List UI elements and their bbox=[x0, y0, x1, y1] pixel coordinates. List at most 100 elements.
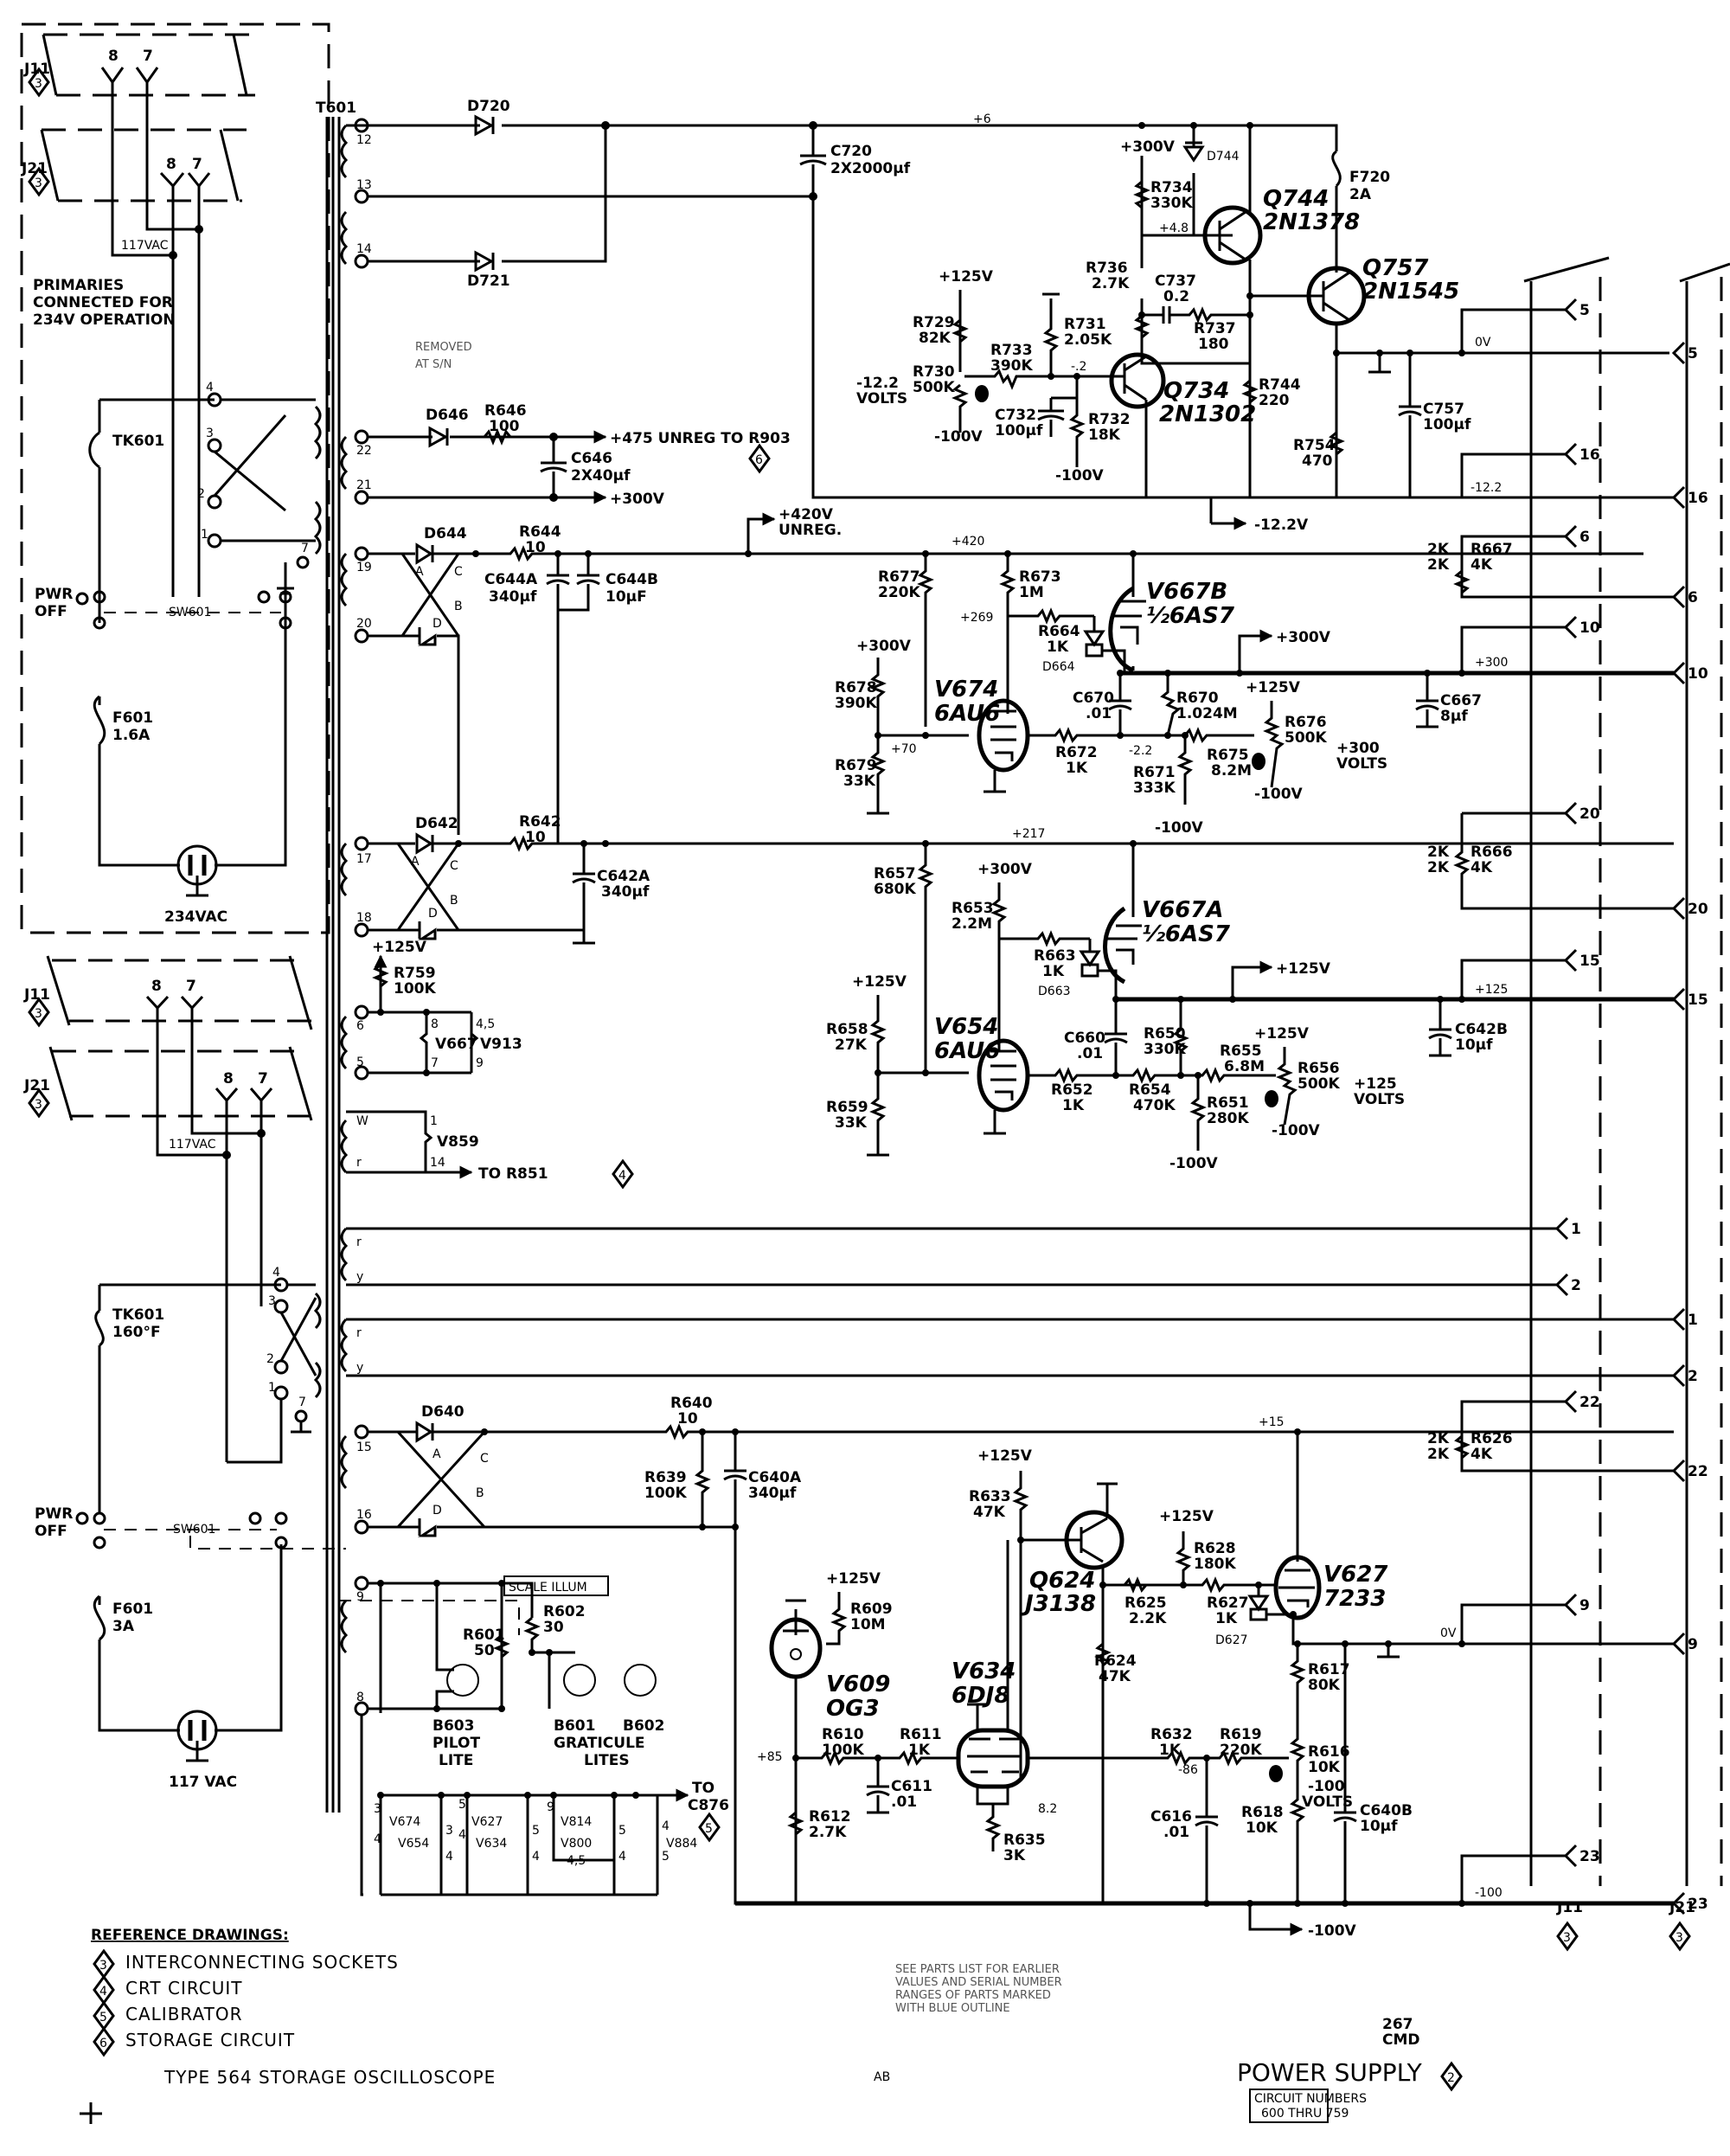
connector-pin-number: 9 bbox=[1688, 1636, 1698, 1653]
r671-value: 333K bbox=[1133, 780, 1176, 797]
connector-pin-number: 16 bbox=[1579, 446, 1600, 464]
reference-diamond-icon: 4 bbox=[93, 1974, 115, 2005]
c737-value: 0.2 bbox=[1163, 288, 1189, 305]
r666-half: 2K bbox=[1427, 859, 1450, 876]
tap-label: 13 bbox=[356, 178, 372, 192]
screwdriver-adjust-icon[interactable] bbox=[1252, 753, 1265, 770]
connector-pin-number: 10 bbox=[1579, 619, 1600, 637]
c660-label: C660 bbox=[1064, 1030, 1105, 1047]
reference-number: 6 bbox=[99, 2037, 107, 2050]
v654-type: 6AU6 bbox=[934, 1038, 1000, 1064]
node-voltage: +420 bbox=[952, 535, 984, 549]
pin-label: 9 bbox=[547, 1800, 554, 1814]
diode-letter: D bbox=[428, 907, 438, 921]
plus300-label: +300V bbox=[1120, 138, 1176, 156]
pin-label: 7 bbox=[301, 542, 309, 555]
r675-label: R675 bbox=[1207, 747, 1249, 764]
tap-label: 14 bbox=[356, 242, 372, 256]
circuit-numbers: CIRCUIT NUMBERS bbox=[1254, 2092, 1367, 2106]
r632-value: 1K bbox=[1159, 1742, 1182, 1759]
screwdriver-adjust-icon[interactable] bbox=[975, 385, 989, 402]
pin-label: 1 bbox=[268, 1381, 276, 1395]
reference-diamond-icon: 3 bbox=[28, 166, 50, 197]
node-voltage: +15 bbox=[1259, 1415, 1285, 1429]
r666-half: 2K bbox=[1427, 844, 1450, 861]
adj-label: VOLTS bbox=[1336, 755, 1387, 773]
note-line: 234V OPERATION bbox=[33, 311, 176, 329]
r657-label: R657 bbox=[874, 865, 916, 882]
r658-value: 27K bbox=[835, 1036, 868, 1054]
drawer-code: 267 bbox=[1382, 2016, 1413, 2033]
r679-value: 33K bbox=[843, 773, 876, 790]
node-voltage: 0V bbox=[1440, 1627, 1457, 1640]
drawer-initials: CMD bbox=[1382, 2031, 1420, 2049]
graticule-lamp-icon bbox=[624, 1664, 657, 1697]
connector-pin-number: 2 bbox=[1688, 1368, 1698, 1385]
node-voltage: +217 bbox=[1012, 827, 1045, 841]
minus100-label: -100V bbox=[1155, 819, 1204, 837]
r667-value: 4K bbox=[1470, 556, 1493, 574]
c644b-value: 10µF bbox=[606, 588, 647, 606]
reference-diamond-icon: 3 bbox=[93, 1948, 115, 1980]
r609-value: 10M bbox=[850, 1616, 886, 1633]
r736-value: 2.7K bbox=[1092, 275, 1130, 292]
j11-label: J11 bbox=[23, 986, 50, 1004]
connector-pin: 1 bbox=[1554, 1216, 1581, 1241]
pin-label: 4 bbox=[532, 1850, 540, 1864]
plus300-output-label: +300V bbox=[1276, 629, 1331, 646]
c720-label: C720 bbox=[830, 143, 872, 160]
tk601-label: TK601 bbox=[112, 433, 164, 450]
node-voltage: -100 bbox=[1475, 1886, 1503, 1900]
r618-value: 10K bbox=[1246, 1819, 1278, 1837]
vac-label: 117VAC bbox=[121, 239, 169, 253]
r658-label: R658 bbox=[826, 1021, 868, 1038]
reference-diamond-icon: 3 bbox=[28, 997, 50, 1028]
reference-number: 4 bbox=[99, 1985, 107, 1999]
connector-pin-number: 9 bbox=[1579, 1597, 1590, 1614]
r659-value: 33K bbox=[835, 1114, 868, 1132]
r640-value: 10 bbox=[677, 1410, 698, 1428]
r729-label: R729 bbox=[913, 314, 955, 331]
r732-label: R732 bbox=[1088, 411, 1131, 428]
pin-label: 8 bbox=[166, 156, 176, 173]
pin-label: 4 bbox=[458, 1828, 466, 1842]
connector-pin: 9 bbox=[1563, 1593, 1590, 1617]
r754-label: R754 bbox=[1293, 437, 1336, 454]
transformer-t601: T601 REMOVED AT S/N bbox=[316, 99, 472, 1813]
pin-label: 8 bbox=[431, 1017, 439, 1031]
connector-pin: 16 bbox=[1563, 442, 1600, 466]
b603-label: LITE bbox=[439, 1752, 473, 1769]
regulator-plus125v: +217 R657 680K +300V R653 2.2M V667A ½6A… bbox=[826, 812, 1674, 1172]
node-voltage: +125 bbox=[1475, 983, 1508, 997]
graticule-label: LITES bbox=[584, 1752, 630, 1769]
minus100-label: -100V bbox=[1272, 1122, 1321, 1139]
tube-label: V800 bbox=[561, 1837, 592, 1851]
f720-value: 2A bbox=[1349, 186, 1372, 203]
secondary-12v: 12 13 14 D720 D721 C720 2X2000µf bbox=[340, 98, 1338, 499]
reference-number: 3 bbox=[99, 1959, 107, 1973]
pin-label: 7 bbox=[192, 156, 202, 173]
r659-label: R659 bbox=[826, 1099, 868, 1116]
r633-label: R633 bbox=[969, 1488, 1011, 1505]
j11-label: J11 bbox=[1556, 1899, 1583, 1916]
c642b-label: C642B bbox=[1455, 1021, 1508, 1038]
registration-mark bbox=[80, 2102, 102, 2124]
to-c876-label: TO bbox=[692, 1780, 714, 1797]
r619-value: 220K bbox=[1220, 1742, 1262, 1759]
r625-label: R625 bbox=[1124, 1595, 1167, 1612]
r673-value: 1M bbox=[1019, 584, 1044, 601]
minus100-label: -100V bbox=[1254, 786, 1304, 803]
reference-diamond-icon: 3 bbox=[28, 1088, 50, 1119]
r644-value: 10 bbox=[525, 539, 546, 556]
screwdriver-adjust-icon[interactable] bbox=[1265, 1090, 1278, 1107]
node-voltage: +269 bbox=[960, 611, 993, 625]
r628-value: 180K bbox=[1194, 1556, 1236, 1573]
b601-label: B601 bbox=[554, 1717, 595, 1735]
note-line: CONNECTED FOR bbox=[33, 294, 173, 311]
r734-value: 330K bbox=[1150, 195, 1193, 212]
c640b-value: 10µf bbox=[1360, 1818, 1398, 1835]
r612-label: R612 bbox=[809, 1808, 851, 1826]
adj-label: +125 bbox=[1354, 1075, 1397, 1093]
screwdriver-adjust-icon[interactable] bbox=[1269, 1765, 1283, 1782]
